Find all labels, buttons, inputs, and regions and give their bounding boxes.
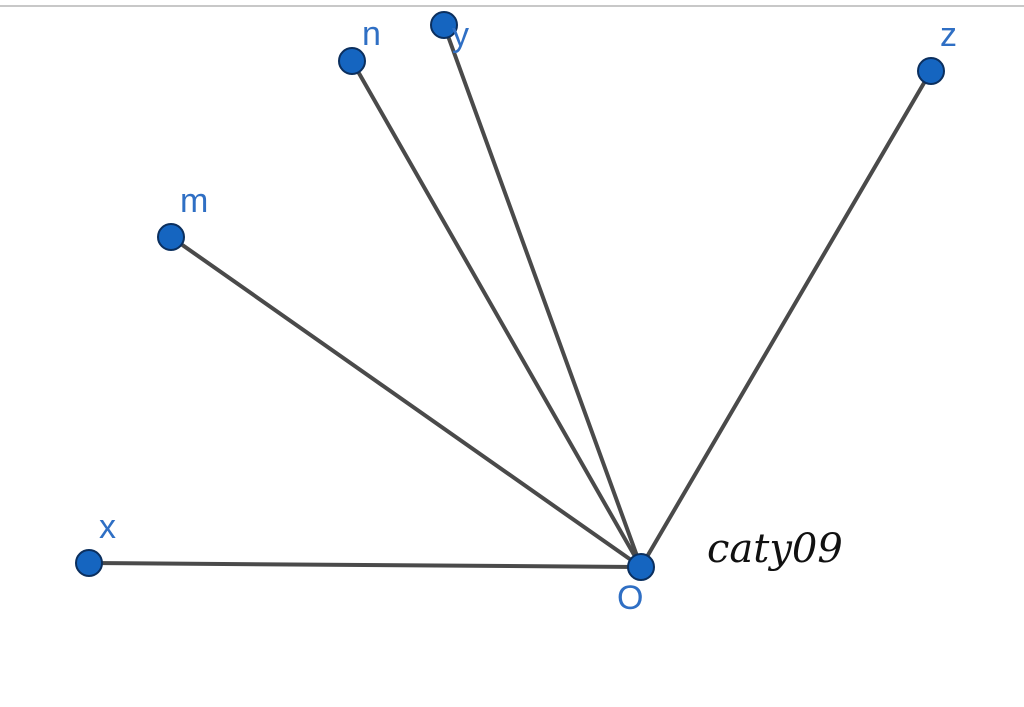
label-y: y <box>452 16 469 54</box>
point-x[interactable] <box>75 549 103 577</box>
segment-o-m[interactable] <box>169 235 643 569</box>
segment-o-n[interactable] <box>350 59 643 569</box>
label-n: n <box>362 15 381 53</box>
point-z[interactable] <box>917 57 945 85</box>
point-o[interactable] <box>627 553 655 581</box>
signature-text: caty09 <box>707 526 843 572</box>
label-o: O <box>617 579 643 617</box>
segment-o-z[interactable] <box>639 69 933 569</box>
segment-o-x[interactable] <box>87 561 643 569</box>
label-z: z <box>940 16 957 54</box>
label-m: m <box>180 182 208 220</box>
segment-o-y[interactable] <box>442 23 643 569</box>
label-x: x <box>99 508 116 546</box>
point-n[interactable] <box>338 47 366 75</box>
point-y[interactable] <box>430 11 458 39</box>
point-m[interactable] <box>157 223 185 251</box>
